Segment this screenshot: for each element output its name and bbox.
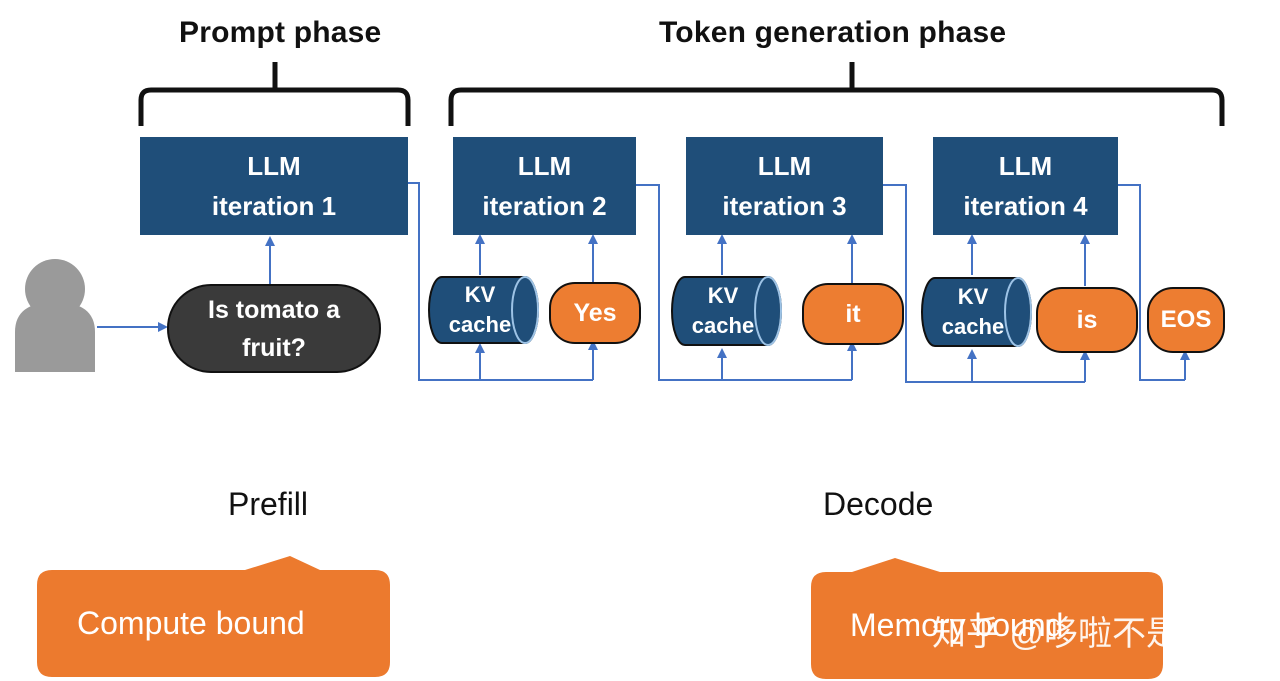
decode-label: Decode (823, 486, 934, 522)
llm-iteration-4-line1: LLM (998, 151, 1053, 181)
kv-cache-3-line2: cache (691, 313, 755, 338)
kv-cache-cylinder-2 (428, 276, 539, 344)
token-phase-brace (448, 87, 1225, 126)
llm-iteration-1-line1: LLM (247, 151, 301, 181)
token-generation-phase-title: Token generation phase (659, 16, 1007, 49)
llm-iteration-4-line2: iteration 4 (963, 191, 1088, 221)
prefill-label: Prefill (228, 486, 309, 522)
prompt-bubble: Is tomato a fruit? (167, 284, 381, 373)
llm-iteration-3-line2: iteration 3 (722, 191, 847, 221)
prompt-line2: fruit? (242, 333, 306, 362)
kv-cache-label-2: KV cache (436, 277, 524, 343)
token-yes: Yes (549, 282, 641, 344)
kv-cache-label-3: KV cache (679, 278, 767, 344)
llm-iteration-1-box: LLM iteration 1 (140, 137, 408, 235)
llm-iteration-2-line2: iteration 2 (482, 191, 607, 221)
watermark: 知乎 @哆啦不是梦 (932, 615, 1214, 653)
decode-callout-shape (811, 558, 1163, 679)
token-eos: EOS (1147, 287, 1225, 353)
kv-cache-cylinder-3 (671, 276, 782, 346)
prompt-phase-brace (138, 87, 411, 126)
kv-cache-4-line1: KV (957, 284, 989, 309)
prompt-line1: Is tomato a (208, 295, 340, 324)
token-it: it (802, 283, 904, 345)
kv-cache-2-line2: cache (448, 312, 512, 337)
llm-iteration-4-box: LLM iteration 4 (933, 137, 1118, 235)
llm-iteration-3-line1: LLM (757, 151, 812, 181)
llm-iteration-1-line2: iteration 1 (211, 191, 337, 221)
llm-iteration-2-line1: LLM (517, 151, 572, 181)
user-icon (15, 259, 95, 372)
kv-cache-3-line1: KV (707, 283, 739, 308)
compute-bound-label: Compute bound (77, 605, 305, 641)
kv-cache-cylinder-4 (921, 277, 1032, 347)
llm-iteration-3-box: LLM iteration 3 (686, 137, 883, 235)
kv-cache-2-line1: KV (464, 282, 496, 307)
prefill-callout-shape (37, 556, 390, 677)
kv-cache-4-line2: cache (941, 314, 1005, 339)
memory-bound-label: Memory bound (850, 607, 1064, 643)
kv-cache-label-4: KV cache (929, 279, 1017, 345)
prompt-phase-title: Prompt phase (179, 16, 382, 49)
token-is: is (1036, 287, 1138, 353)
llm-iteration-2-box: LLM iteration 2 (453, 137, 636, 235)
